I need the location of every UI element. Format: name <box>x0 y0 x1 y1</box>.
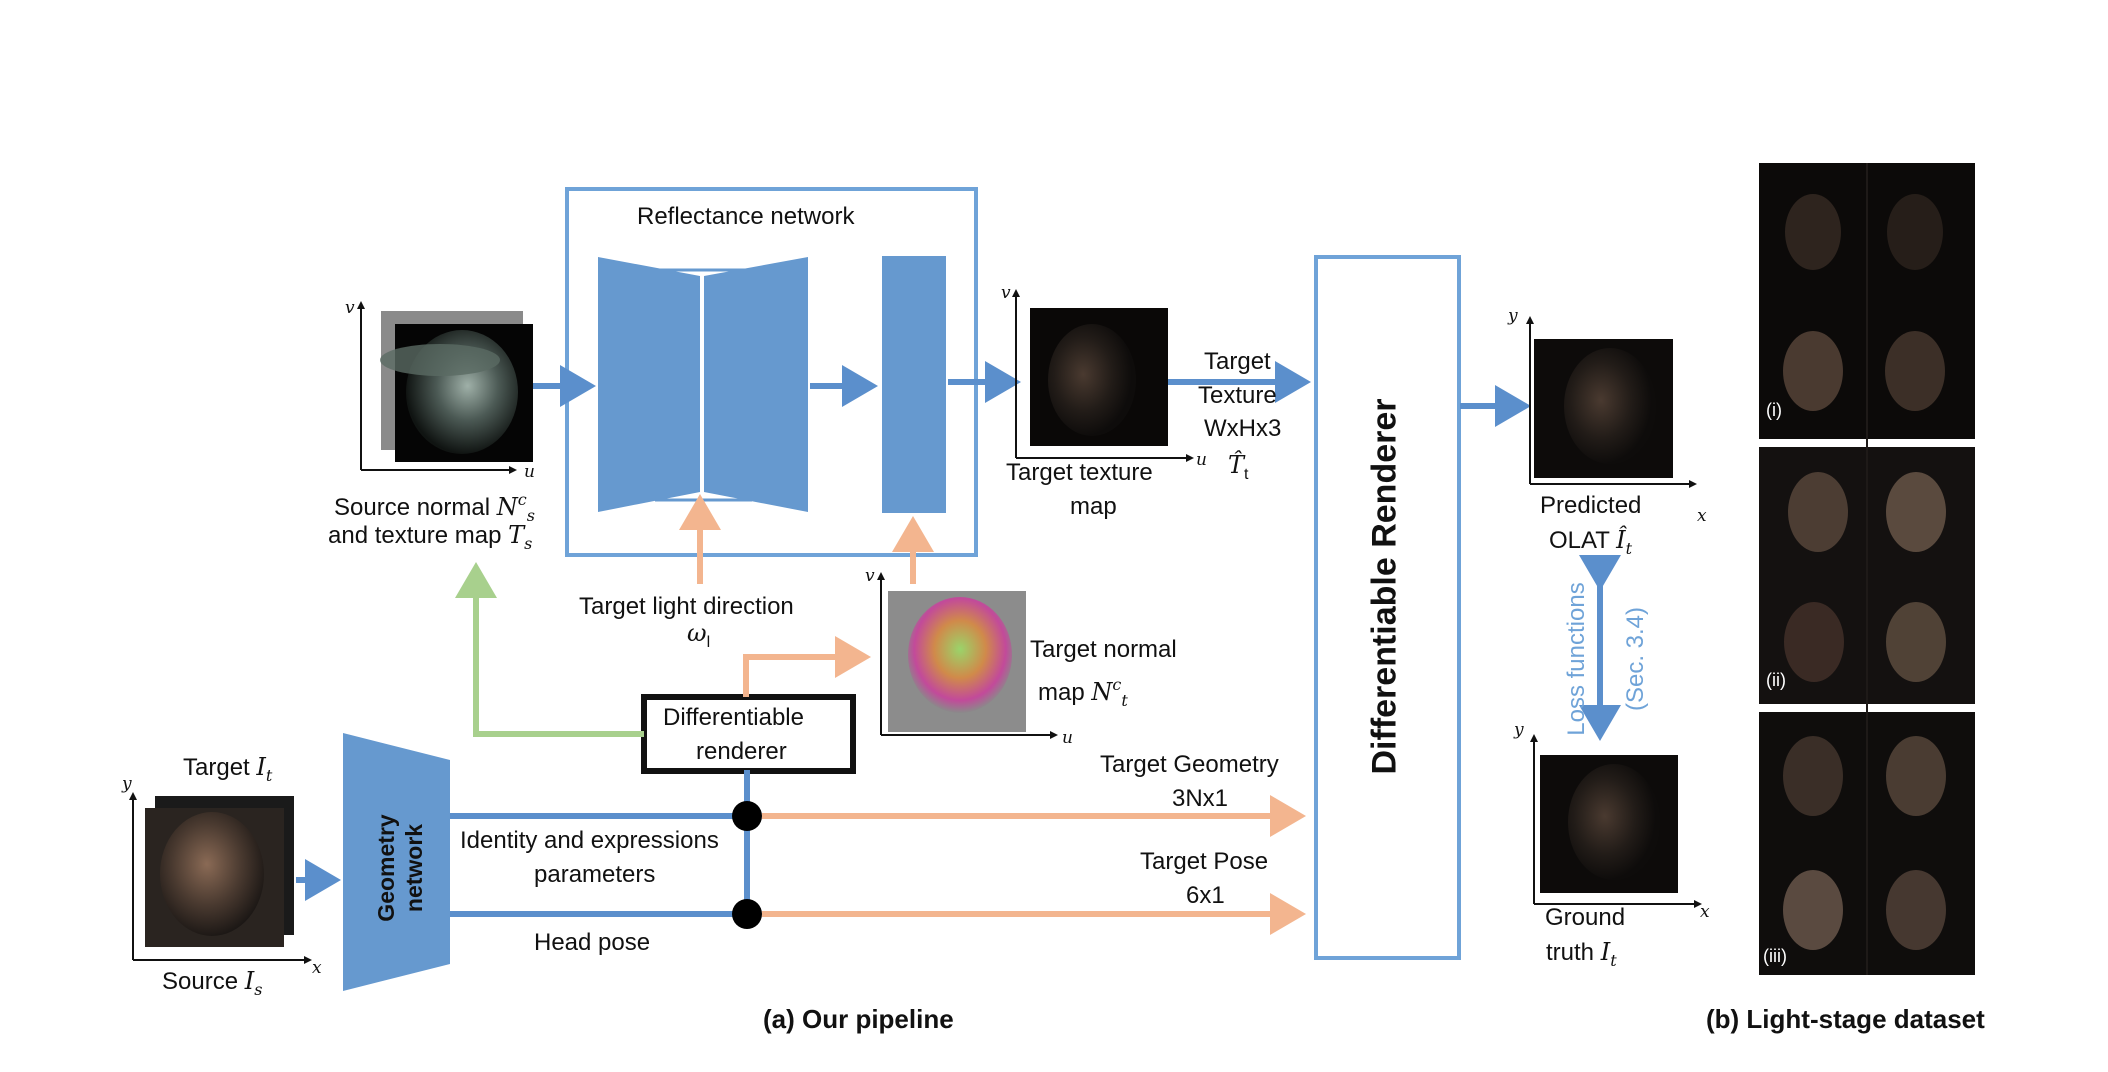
dataset-tag-i: (i) <box>1766 400 1782 420</box>
axis-v-target-texture: v <box>1001 283 1011 303</box>
source-texture-caption: and texture map Ts <box>328 520 532 559</box>
target-geometry-label-1: Target Geometry <box>1100 751 1279 778</box>
axis-v-target-normal: v <box>865 566 875 586</box>
target-texture-label-3: WxHx3 <box>1204 415 1282 442</box>
axis-v-source: v <box>345 298 355 318</box>
small-renderer-box <box>641 694 856 774</box>
differentiable-renderer-box <box>1314 255 1461 960</box>
axes-target-normal-uv <box>877 572 1058 739</box>
target-normal-label-1: Target normal <box>1030 636 1177 663</box>
source-normal-text: Source normal <box>334 494 491 521</box>
target-image-label: Target It <box>183 753 273 785</box>
small-renderer-label-2: renderer <box>696 738 787 765</box>
axes-source-xy <box>129 792 312 964</box>
target-texture-symbol: T̂t <box>1228 451 1249 483</box>
axes-predicted-xy <box>1526 316 1697 488</box>
loss-functions-label: Loss functions <box>1563 582 1590 736</box>
target-geometry-label-2: 3Nx1 <box>1172 785 1229 812</box>
target-pose-label-2: 6x1 <box>1186 882 1225 909</box>
caption-dataset: (b) Light-stage dataset <box>1706 1004 1985 1034</box>
target-light-direction-label: Target light direction <box>579 593 794 620</box>
target-normal-label-2: map Nct <box>1038 675 1128 710</box>
target-texture-map-label-2: map <box>1070 493 1117 520</box>
target-light-direction-symbol: ωl <box>687 619 711 651</box>
target-texture-label-1: Target <box>1204 348 1271 375</box>
ground-truth-label-2: truth It <box>1546 938 1617 970</box>
axis-x-predicted: x <box>1697 506 1707 526</box>
reflectance-network-label: Reflectance network <box>637 203 855 230</box>
axis-y-predicted: y <box>1508 306 1518 326</box>
identity-label-2: parameters <box>534 861 656 888</box>
light-stage-dataset-grid <box>1759 163 1975 975</box>
target-texture-label-2: Texture <box>1198 382 1277 409</box>
arrow-renderer-to-normal <box>743 636 871 697</box>
axes-target-texture-uv <box>1012 289 1194 462</box>
source-normal-caption: Source normal Ncs <box>334 485 535 531</box>
axes-ground-truth-xy <box>1530 734 1702 908</box>
geometry-network-label: Geometry network <box>373 814 427 922</box>
source-texture-text: and texture map <box>328 522 502 549</box>
differentiable-renderer-label: Differentiable Renderer <box>1365 398 1404 775</box>
section-reference-label: (Sec. 3.4) <box>1622 606 1649 712</box>
predicted-olat-label-1: Predicted <box>1540 492 1642 519</box>
geometry-network-block <box>343 733 450 991</box>
head-pose-label: Head pose <box>534 929 651 956</box>
target-normal-symbol: Nct <box>1091 675 1128 710</box>
encoder-block <box>598 257 700 512</box>
ground-truth-label-1: Ground <box>1545 904 1626 931</box>
target-image-symbol: It <box>256 753 273 785</box>
axis-y-source: y <box>122 774 132 794</box>
axis-y-ground-truth: y <box>1514 720 1524 740</box>
axis-u-target-texture: u <box>1196 450 1207 470</box>
target-pose-label-1: Target Pose <box>1140 848 1269 875</box>
axis-u-target-normal: u <box>1062 728 1073 748</box>
junction-dot <box>732 801 762 831</box>
axis-u-source: u <box>524 462 535 482</box>
predicted-olat-symbol: Ît <box>1616 526 1633 558</box>
target-texture-map-label-1: Target texture <box>1006 459 1153 486</box>
axis-x-ground-truth: x <box>1700 902 1710 922</box>
junction-dot <box>732 899 762 929</box>
caption-pipeline: (a) Our pipeline <box>763 1004 954 1034</box>
decoder-block <box>704 257 808 512</box>
axes-source-uv <box>357 301 517 474</box>
refinement-block <box>882 256 946 513</box>
identity-label-1: Identity and expressions <box>460 827 719 854</box>
source-normal-symbol: Ncs <box>496 490 535 525</box>
source-image-label: Source Is <box>162 967 263 999</box>
axis-x-source: x <box>312 958 322 978</box>
small-renderer-label-1: Differentiable <box>663 704 804 731</box>
dataset-tag-ii: (ii) <box>1766 670 1786 690</box>
dataset-tag-iii: (iii) <box>1763 946 1787 966</box>
source-image-symbol: Is <box>244 967 263 999</box>
source-texture-symbol: Ts <box>508 521 533 553</box>
ground-truth-symbol: It <box>1600 938 1617 970</box>
predicted-olat-label-2: OLAT Ît <box>1549 526 1633 558</box>
arrow-renderer-to-source <box>455 562 644 737</box>
